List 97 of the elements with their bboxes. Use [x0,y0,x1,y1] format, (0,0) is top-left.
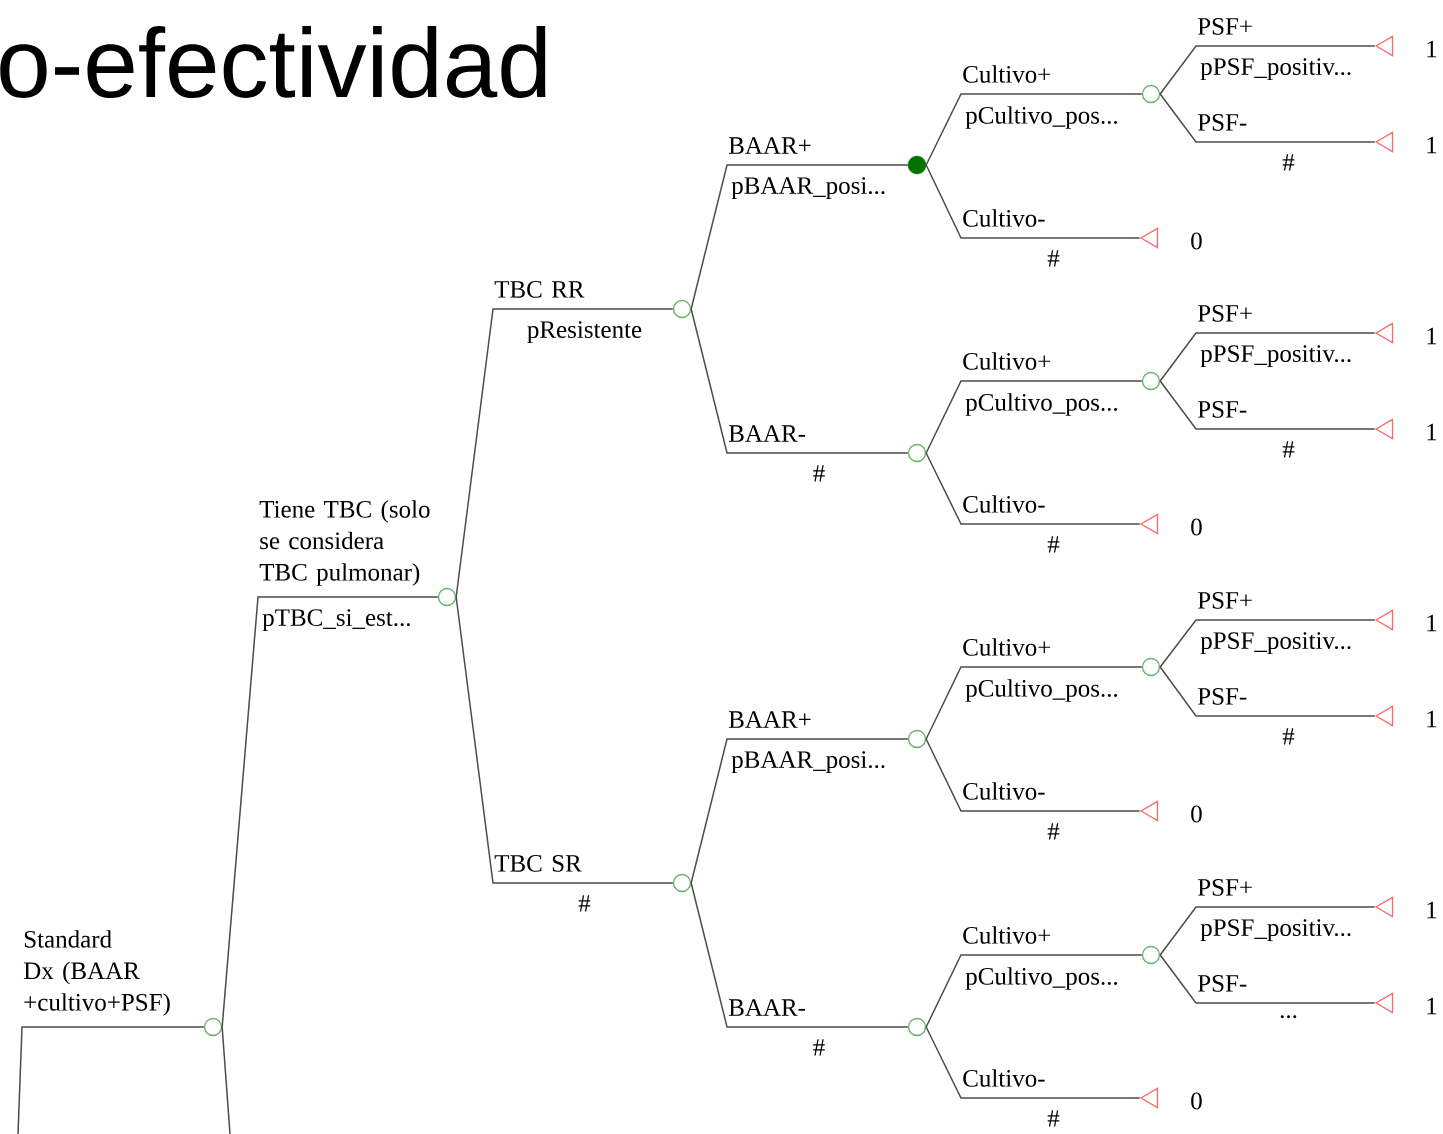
branch-label: Cultivo+ [963,638,1051,656]
chance-node [907,1017,927,1037]
payoff-value: 1 [1427,997,1437,1015]
probability-label: # [1047,536,1060,553]
branch-line [690,738,909,884]
payoff-value: 0 [1191,232,1202,250]
probability-label: # [1047,250,1060,267]
branch-line [1159,45,1376,95]
probability-label: pPSF_positiv... [1200,58,1351,81]
branch-label: Cultivo+ [963,926,1051,944]
probability-label: ... [1280,1015,1297,1019]
branch-label: TBC RR [494,281,585,298]
branch-line [690,164,909,310]
branch-label: Cultivo- [963,495,1045,513]
branch-line [925,164,1141,239]
chance-node [907,443,927,463]
branch-label: Cultivo- [963,782,1045,800]
payoff-value: 0 [1191,805,1202,823]
branch-line [925,738,1141,812]
branch-label: Cultivo+ [963,352,1051,370]
chance-node [1141,84,1161,104]
branch-line [455,596,674,884]
probability-label: pResistente [527,321,642,344]
probability-label: # [1282,441,1295,458]
branch-line [1159,954,1376,1004]
probability-label: pPSF_positiv... [1200,919,1351,942]
branch-line [925,666,1143,740]
probability-label: pBAAR_posi... [731,751,885,774]
probability-label: pBAAR_posi... [731,177,885,200]
probability-label: pCultivo_pos... [965,967,1118,990]
probability-label: # [813,1039,825,1056]
chance-node [907,155,927,175]
branch-label: Cultivo- [963,1069,1045,1087]
chance-node [907,729,927,749]
probability-label: pCultivo_pos... [965,393,1118,416]
probability-label: pCultivo_pos... [965,679,1118,702]
payoff-value: 1 [1427,710,1437,728]
branch-label: TBC SR [494,855,582,872]
branch-line [925,1026,1141,1099]
chance-node [1141,657,1161,677]
branch-line [925,380,1143,454]
probability-label: # [578,895,591,912]
branch-line [221,596,439,1028]
branch-line [1159,380,1376,430]
branch-line [1159,619,1376,668]
title: o-efectividad [0,26,546,98]
branch-line [690,882,909,1028]
branch-line [925,452,1141,525]
branch-label: BAAR- [728,425,806,442]
probability-label: # [1282,154,1295,171]
probability-label: pPSF_positiv... [1200,345,1351,368]
payoff-value: 1 [1427,40,1437,58]
chance-node [672,873,692,893]
probability-label: # [1282,728,1295,745]
payoff-value: 1 [1427,327,1437,345]
chance-node [203,1017,223,1037]
branch-line [925,93,1143,166]
chance-node [672,299,692,319]
branch-line [17,1026,205,1134]
probability-label: # [813,465,825,482]
branch-label: PSF- [1197,688,1247,705]
branch-line [455,308,674,598]
payoff-value: 0 [1191,1092,1202,1110]
probability-label: pTBC_si_est... [262,609,410,632]
branch-label: Cultivo- [963,209,1045,227]
branch-label: PSF+ [1197,879,1252,896]
branch-label: PSF- [1197,401,1247,418]
payoff-value: 1 [1427,136,1437,154]
branch-label: PSF- [1197,975,1247,992]
probability-label: pCultivo_pos... [965,106,1118,129]
chance-node [1141,371,1161,391]
branch-label: PSF+ [1197,18,1252,35]
branch-line [925,954,1143,1028]
branch-label: Cultivo+ [963,65,1051,83]
branch-label: Tiene TBC (solo se considera TBC pulmonar) [259,500,430,586]
branch-label: BAAR- [728,999,806,1016]
probability-label: pPSF_positiv... [1200,632,1351,655]
branch-label: BAAR+ [728,711,811,728]
probability-label: # [1047,823,1060,840]
branch-line [1159,906,1376,956]
branch-label: PSF+ [1197,305,1252,322]
payoff-value: 1 [1427,901,1437,919]
payoff-value: 1 [1427,423,1437,441]
branch-label: Standard Dx (BAAR +cultivo+PSF) [23,930,170,1016]
branch-line [690,308,909,454]
branch-label: PSF+ [1197,592,1252,609]
payoff-value: 1 [1427,614,1437,632]
chance-node [1141,945,1161,965]
branch-line [221,1026,231,1134]
branch-line [1159,332,1376,382]
branch-line [1159,666,1376,717]
branch-line [1159,93,1376,143]
branch-label: BAAR+ [728,137,811,154]
branch-label: PSF- [1197,114,1247,131]
probability-label: # [1047,1110,1060,1127]
chance-node [437,587,457,607]
payoff-value: 0 [1191,518,1202,536]
